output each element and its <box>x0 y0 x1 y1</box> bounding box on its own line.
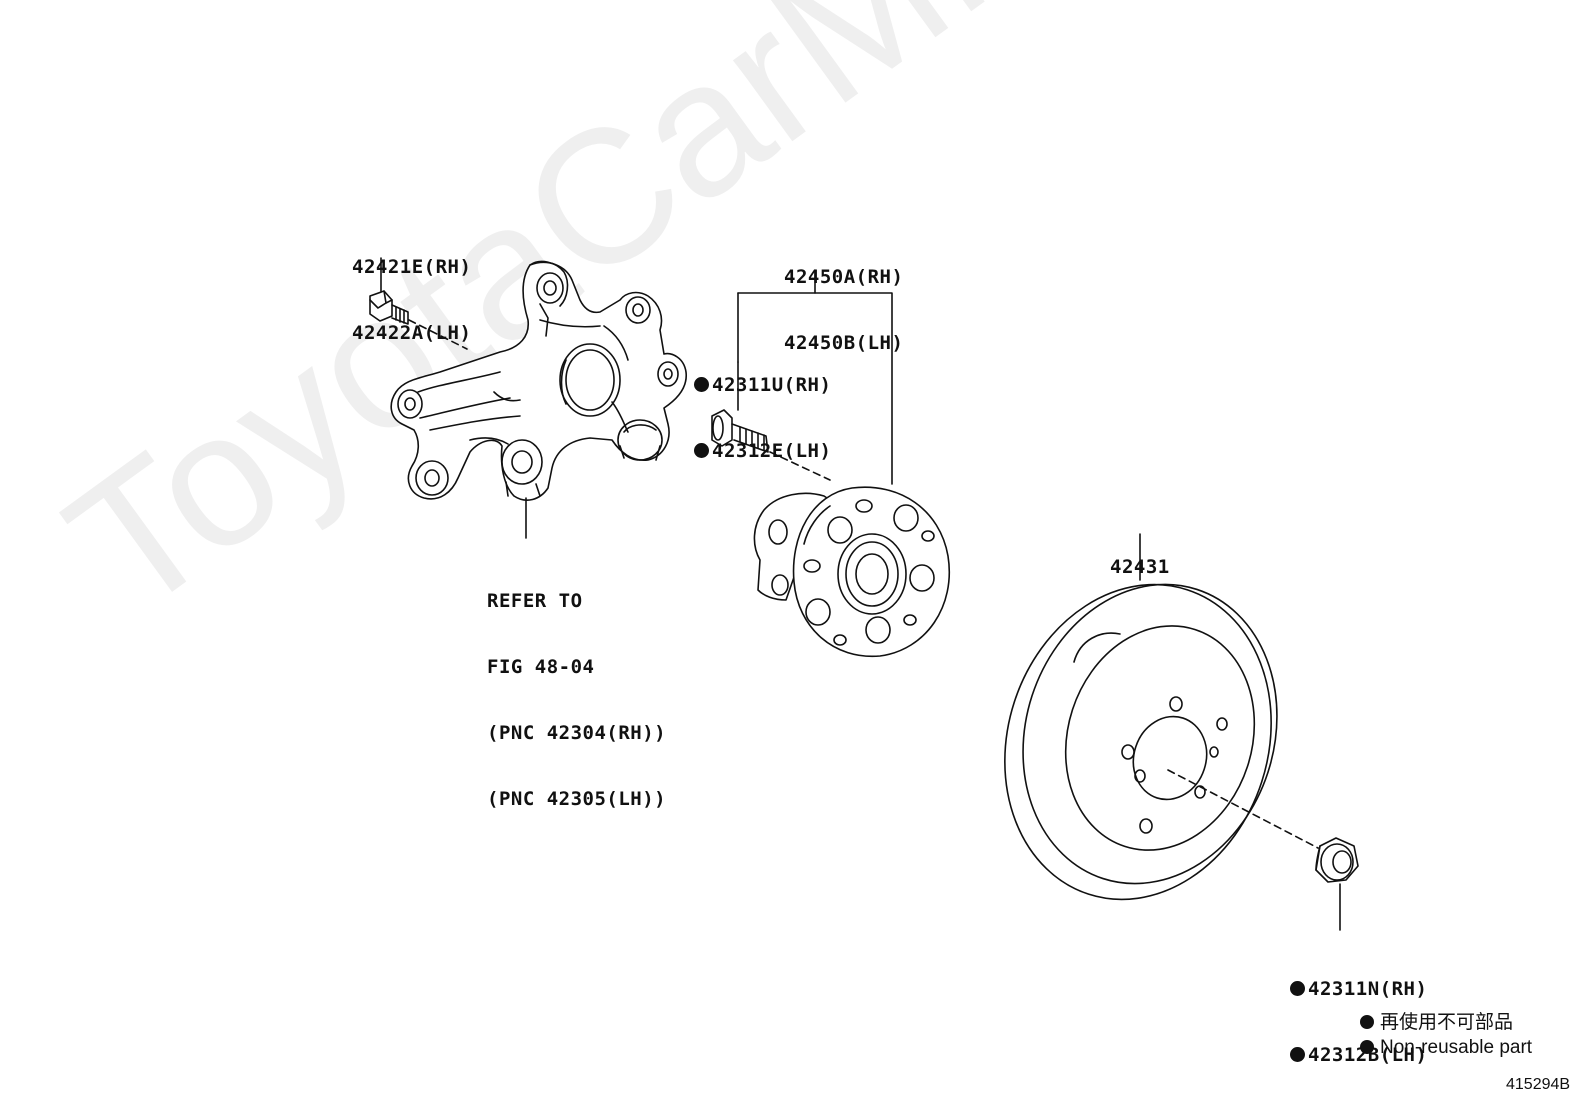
non-reusable-dot-icon <box>1360 1015 1374 1029</box>
non-reusable-dot-icon <box>694 377 709 392</box>
legend-japanese: 再使用不可部品 <box>1380 1012 1514 1033</box>
hub-bolt-part-lh: 42312E(LH) <box>712 440 832 462</box>
steering-knuckle-drawing <box>390 260 687 539</box>
hub-nut-part-rh: 42311N(RH) <box>1308 978 1428 1000</box>
hub-nut-drawing <box>1315 837 1359 931</box>
brake-disc-drawing <box>1004 533 1319 901</box>
hub-nut-part-lh: 42312B(LH) <box>1308 1044 1428 1066</box>
knuckle-ref-line-3: (PNC 42304(RH)) <box>487 722 667 744</box>
non-reusable-dot-icon <box>1360 1040 1374 1054</box>
non-reusable-dot-icon <box>1290 1047 1305 1062</box>
disc-part-number: 42431 <box>1110 556 1170 578</box>
knuckle-ref-line-2: FIG 48-04 <box>487 656 595 678</box>
knuckle-bolt-part-lh: 42422A(LH) <box>352 322 472 344</box>
hub-bolt-label: 42311U(RH) 42312E(LH) <box>694 330 831 506</box>
knuckle-bolt-label: 42421E(RH) 42422A(LH) <box>352 212 471 388</box>
knuckle-ref-line-4: (PNC 42305(LH)) <box>487 788 667 810</box>
disc-label: 42431 <box>1110 512 1170 622</box>
hub-nut-label: 42311N(RH) 42312B(LH) <box>1290 934 1427 1099</box>
non-reusable-dot-icon <box>1290 981 1305 996</box>
legend-english: Non-reusable part <box>1380 1037 1533 1058</box>
hub-assembly-label: 42450A(RH) 42450B(LH) <box>784 222 903 398</box>
figure-id: 415294B <box>1506 1076 1571 1093</box>
hub-assembly-part-lh: 42450B(LH) <box>784 332 904 354</box>
knuckle-reference-label: REFER TO FIG 48-04 (PNC 42304(RH)) (PNC … <box>487 546 666 854</box>
non-reusable-dot-icon <box>694 443 709 458</box>
hub-assembly-drawing <box>737 269 950 658</box>
knuckle-ref-line-1: REFER TO <box>487 590 583 612</box>
knuckle-bolt-drawing <box>369 257 468 350</box>
hub-assembly-part-rh: 42450A(RH) <box>784 266 904 288</box>
hub-bolt-drawing <box>711 361 831 481</box>
knuckle-bolt-part-rh: 42421E(RH) <box>352 256 472 278</box>
legend: 再使用不可部品 Non-reusable part <box>1360 1010 1532 1060</box>
hub-bolt-part-rh: 42311U(RH) <box>712 374 832 396</box>
